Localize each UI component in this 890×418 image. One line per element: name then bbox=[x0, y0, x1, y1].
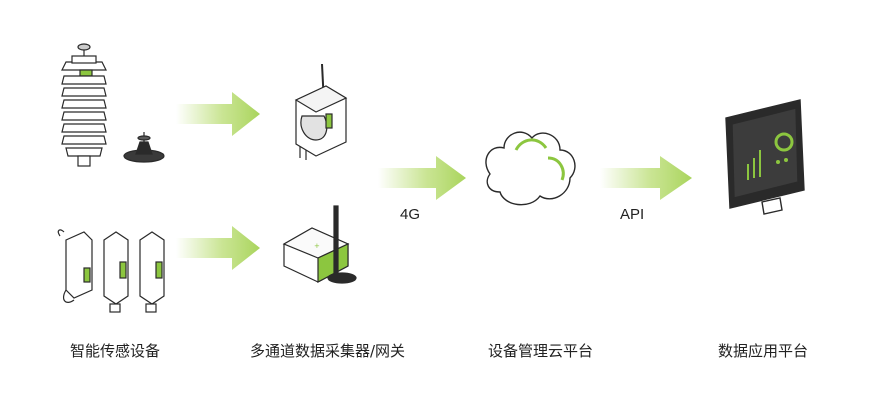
arrow-cloud-to-app bbox=[600, 156, 692, 200]
weather-sensor-shield-icon bbox=[61, 43, 107, 167]
connection-label-api: API bbox=[620, 206, 645, 223]
monitor-dashboard-icon bbox=[725, 99, 805, 215]
stage-label-app: 数据应用平台 bbox=[718, 342, 809, 360]
svg-text:+: + bbox=[314, 242, 320, 250]
wall-mount-gateway-icon bbox=[294, 63, 348, 160]
arrow-gateway-to-cloud bbox=[378, 156, 466, 200]
wall-mount-sensor-icon bbox=[57, 229, 165, 313]
arrow-sensor-to-gateway-bottom bbox=[176, 226, 260, 270]
arrow-sensor-to-gateway-top bbox=[176, 92, 260, 136]
stage-label-gateway: 多通道数据采集器/网关 bbox=[250, 342, 406, 360]
antenna-gateway-box-icon: + bbox=[282, 205, 357, 284]
stage-label-sensors: 智能传感设备 bbox=[70, 342, 161, 360]
connection-label-4g: 4G bbox=[400, 206, 421, 223]
ground-probe-icon bbox=[123, 132, 165, 163]
cloud-icon bbox=[485, 131, 576, 206]
stage-label-cloud: 设备管理云平台 bbox=[488, 342, 594, 360]
